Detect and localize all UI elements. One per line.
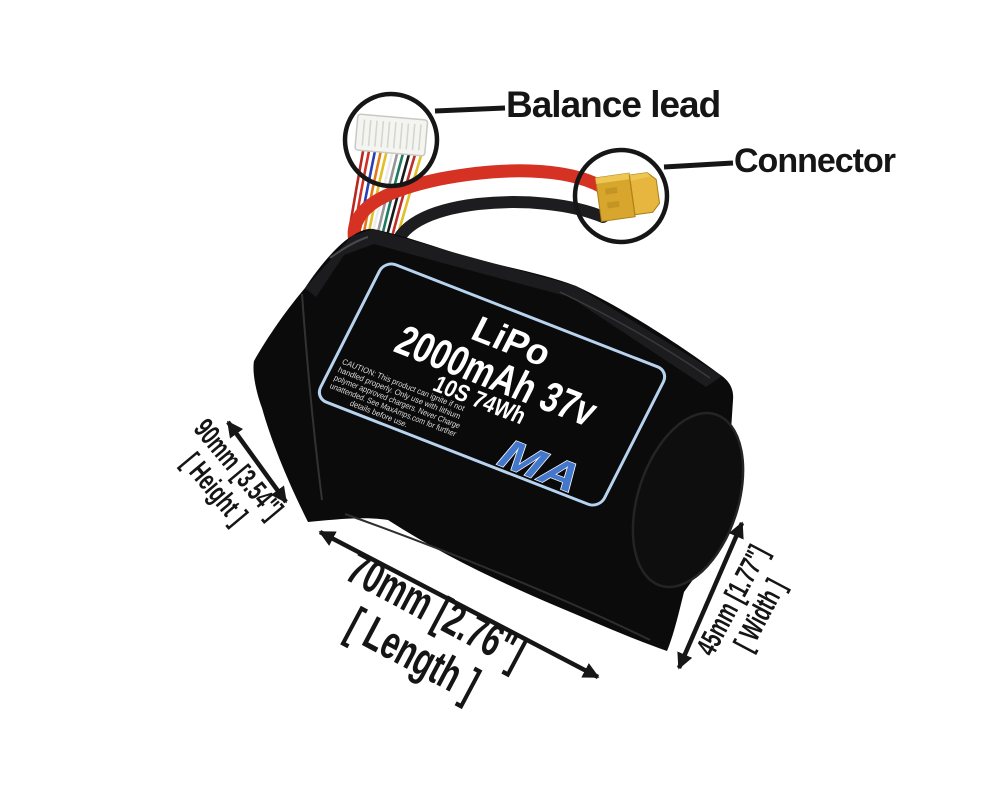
- xt60-latch-slot: [604, 187, 618, 195]
- battery-top-edge-shine: [329, 236, 369, 259]
- balance-lead-circle: [342, 91, 440, 189]
- balance-plug: [354, 113, 429, 157]
- battery-top-face: [305, 229, 722, 387]
- battery-top-edge-shine: [559, 291, 711, 379]
- connector-circle: [572, 147, 670, 245]
- sticker-border: [317, 262, 667, 507]
- main-wire-red: [347, 164, 609, 253]
- balance-wire: [362, 144, 384, 234]
- xt60-top-highlight: [595, 173, 630, 184]
- xt60-latch-slot: [606, 200, 620, 209]
- balance-lead-label: Balance lead: [506, 84, 721, 125]
- xt60-nose-highlight: [629, 172, 651, 182]
- connector-label: Connector: [734, 142, 896, 180]
- xt60-nose: [628, 172, 661, 216]
- xt60-connector: [594, 172, 661, 223]
- length-dimension-arrow: [318, 530, 600, 679]
- connector-callout-line: [663, 160, 734, 170]
- balance-lead-callout-line: [434, 105, 506, 114]
- width-dimension-arrow: [676, 521, 745, 670]
- main-wire-black: [388, 196, 609, 258]
- balance-wire: [371, 144, 396, 234]
- balance-wire: [367, 144, 390, 234]
- battery-left-crease-highlight: [301, 293, 323, 501]
- xt60-seam: [628, 175, 636, 215]
- height-dimension-arrow: [226, 420, 288, 504]
